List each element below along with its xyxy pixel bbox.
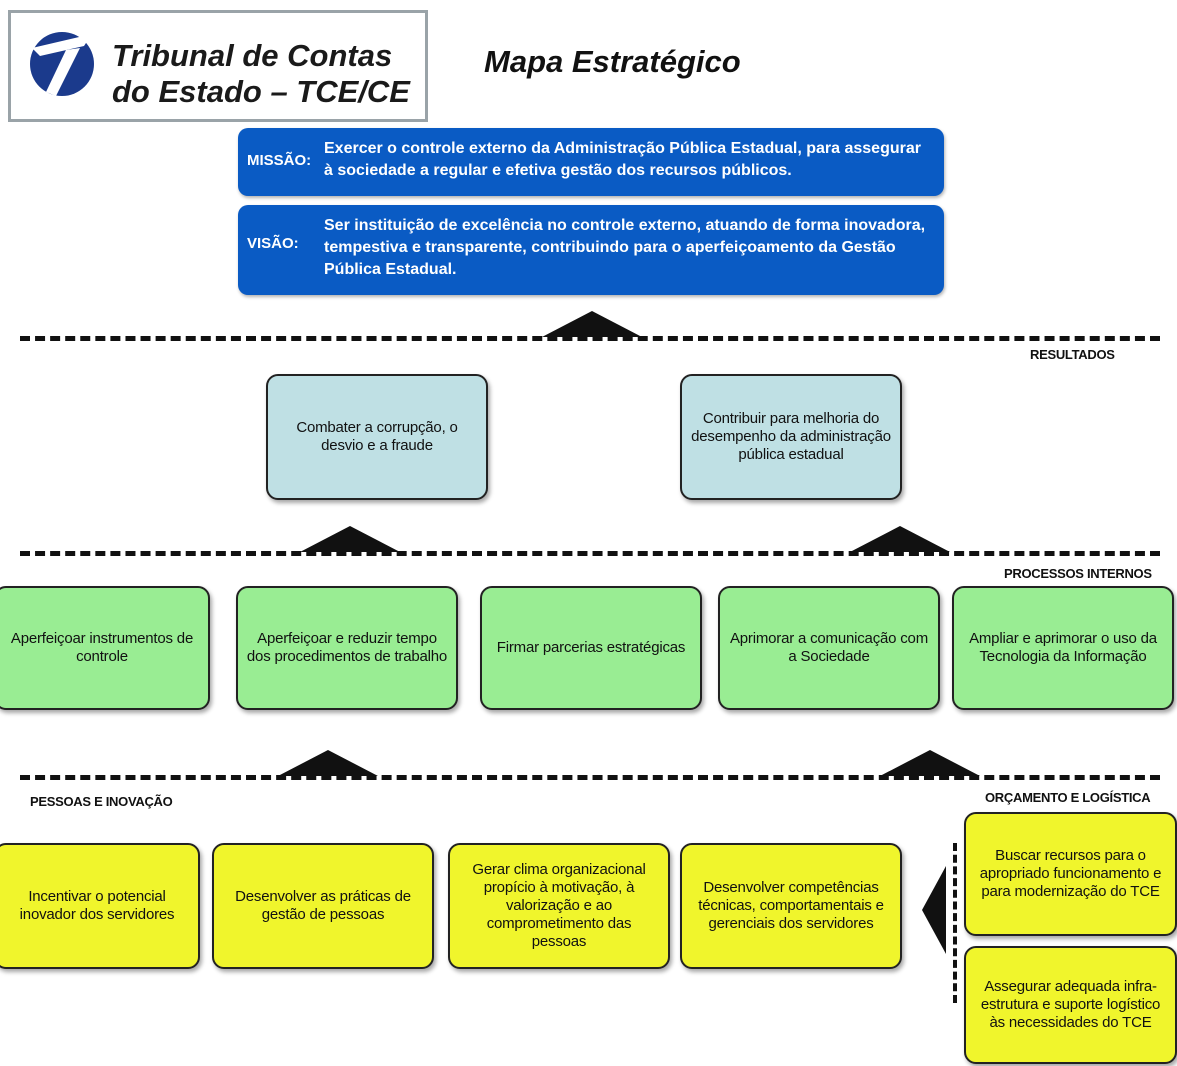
objective-box: Buscar recursos para o apropriado funcio… — [964, 812, 1177, 936]
section-label-resultados: RESULTADOS — [1030, 347, 1115, 362]
objective-box: Gerar clima organizacional propício à mo… — [448, 843, 670, 969]
vision-label: VISÃO: — [247, 235, 299, 252]
objective-box: Firmar parcerias estratégicas — [480, 586, 702, 710]
objective-box: Aprimorar a comunicação com a Sociedade — [718, 586, 940, 710]
tce-logo-icon — [30, 32, 94, 96]
up-arrow-icon — [542, 311, 642, 337]
objective-box: Incentivar o potencial inovador dos serv… — [0, 843, 200, 969]
vision-text: Ser instituição de excelência no control… — [324, 217, 926, 278]
org-name-line2: do Estado – TCE/CE — [112, 74, 410, 109]
org-name-line1: Tribunal de Contas — [112, 38, 393, 73]
left-arrow-icon — [922, 866, 946, 954]
up-arrow-icon — [880, 750, 980, 776]
objective-box: Aperfeiçoar e reduzir tempo dos procedim… — [236, 586, 458, 710]
up-arrow-icon — [850, 526, 950, 552]
mission-text: Exercer o controle externo da Administra… — [324, 140, 921, 179]
objective-box: Desenvolver competências técnicas, compo… — [680, 843, 902, 969]
up-arrow-icon — [278, 750, 378, 776]
mission-panel: MISSÃO: Exercer o controle externo da Ad… — [238, 128, 944, 196]
page-title: Mapa Estratégico — [484, 44, 741, 79]
divider-resultados — [20, 336, 1160, 341]
objective-box: Ampliar e aprimorar o uso da Tecnologia … — [952, 586, 1174, 710]
up-arrow-icon — [300, 526, 400, 552]
objective-box: Combater a corrupção, o desvio e a fraud… — [266, 374, 488, 500]
vision-panel: VISÃO: Ser instituição de excelência no … — [238, 205, 944, 295]
objective-box: Aperfeiçoar instrumentos de controle — [0, 586, 210, 710]
divider-orcamento — [953, 843, 957, 1003]
mission-label: MISSÃO: — [247, 152, 312, 169]
divider-pessoas — [20, 775, 1160, 780]
section-label-processos: PROCESSOS INTERNOS — [1004, 566, 1152, 581]
section-label-pessoas: PESSOAS E INOVAÇÃO — [30, 794, 173, 809]
objective-box: Contribuir para melhoria do desempenho d… — [680, 374, 902, 500]
divider-processos — [20, 551, 1160, 556]
objective-box: Assegurar adequada infra-estrutura e sup… — [964, 946, 1177, 1064]
objective-box: Desenvolver as práticas de gestão de pes… — [212, 843, 434, 969]
section-label-orcamento: ORÇAMENTO E LOGÍSTICA — [985, 790, 1151, 805]
